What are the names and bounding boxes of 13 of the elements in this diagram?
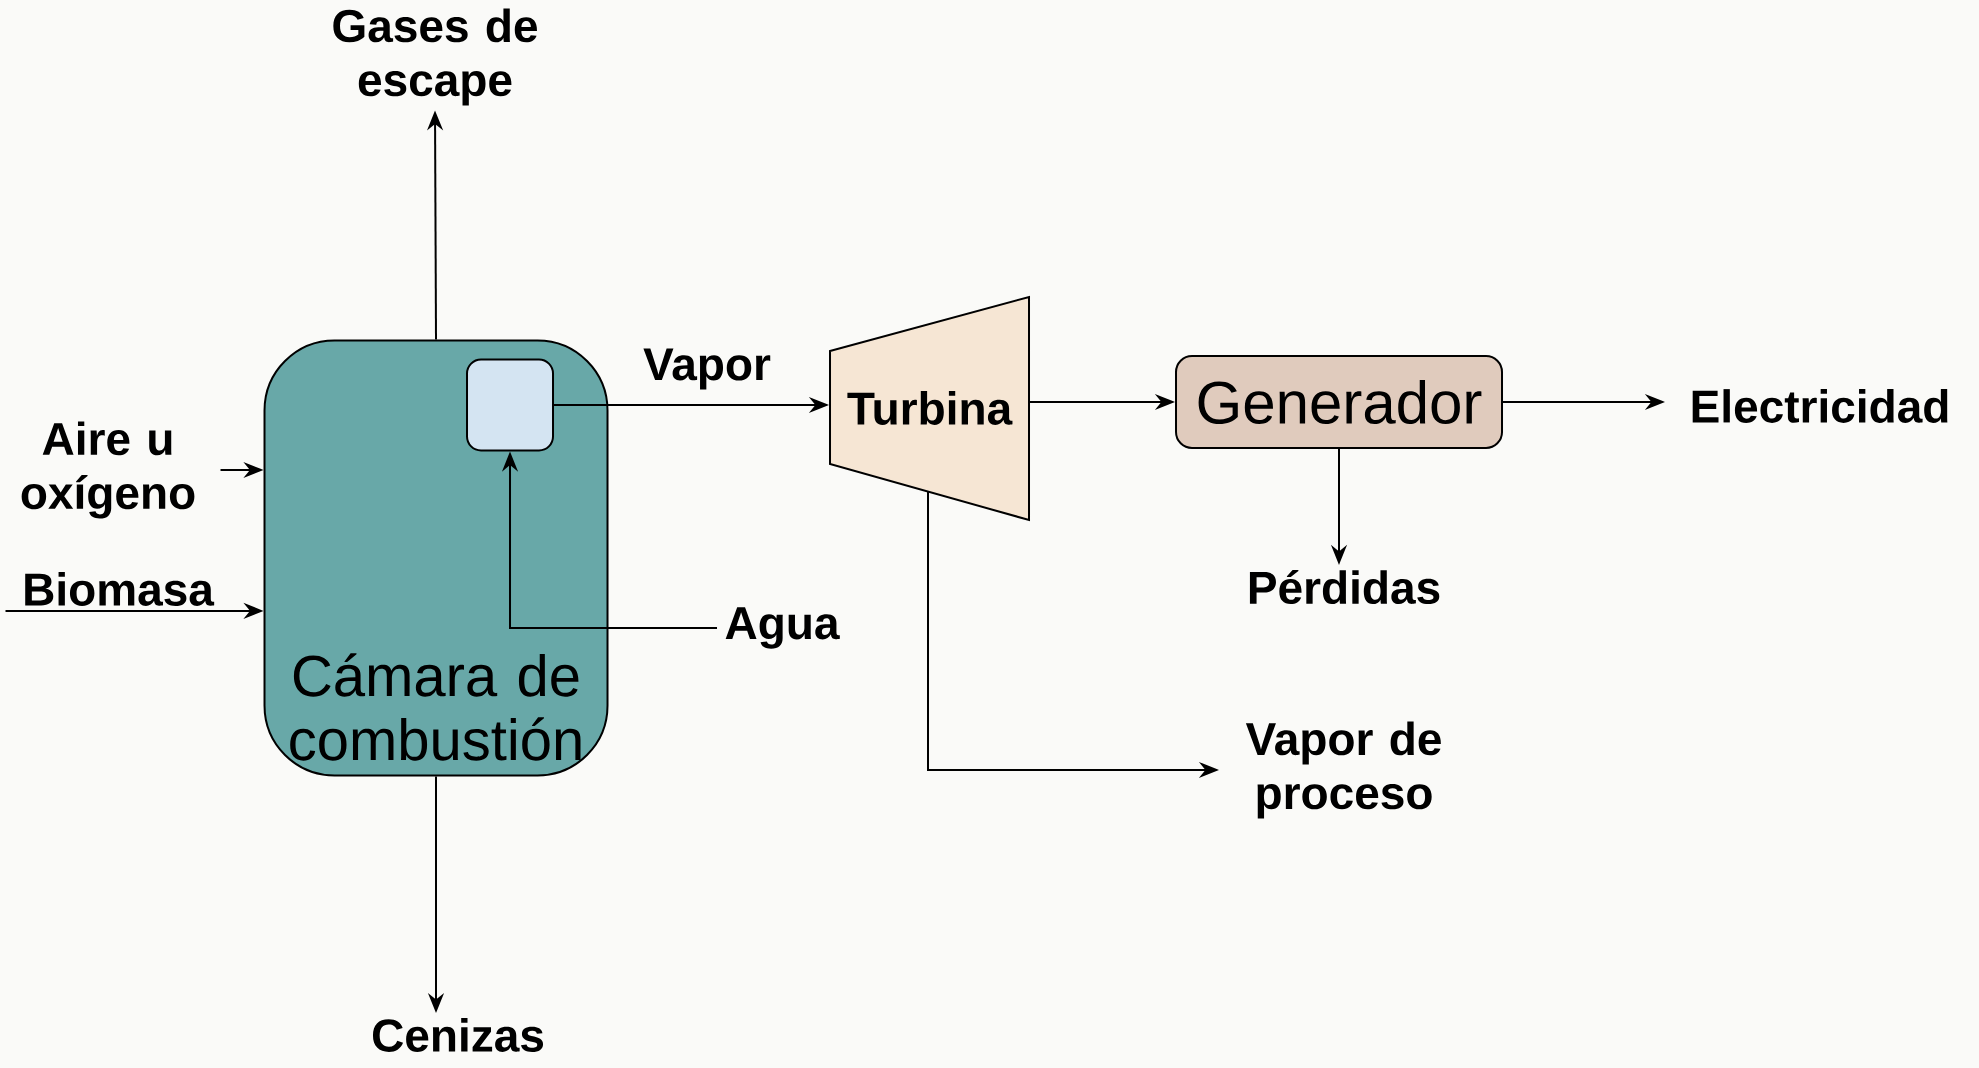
combustion-chamber: Cámara de combustión xyxy=(263,339,609,777)
flow-label: Cenizas xyxy=(372,1018,544,1052)
flow-label: Electricidad xyxy=(1692,389,1948,423)
flow-label: Agua xyxy=(725,607,840,649)
turbine-trapezoid: Turbina xyxy=(829,295,1030,522)
flow-label: Gases de escape xyxy=(333,8,537,106)
edge-label: Vapor xyxy=(643,348,771,390)
flow-label: Biomasa xyxy=(25,572,215,606)
generator-box: Generador xyxy=(1175,355,1503,449)
flow-label: Aire u oxígeno xyxy=(21,421,195,519)
flow-label: Vapor de proceso xyxy=(1245,721,1441,819)
drum xyxy=(466,358,554,452)
flow-label: Pérdidas xyxy=(1249,569,1440,605)
